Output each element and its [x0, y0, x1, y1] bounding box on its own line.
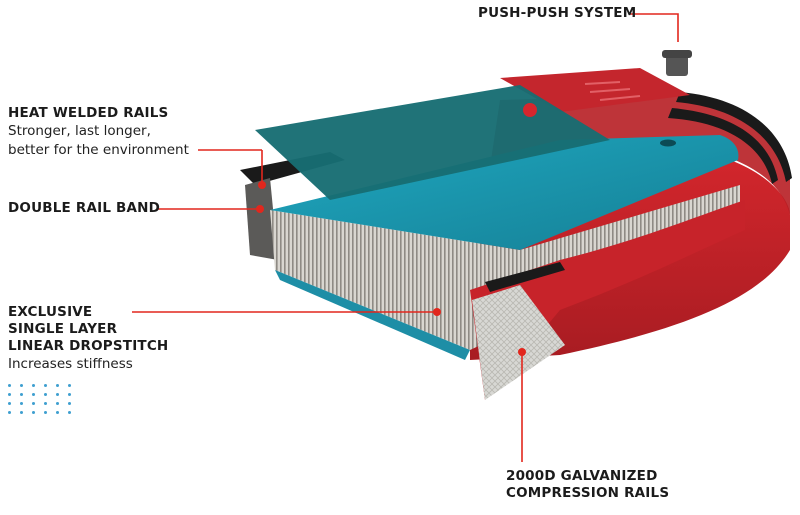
- heat-welded-desc-2: better for the environment: [8, 142, 189, 158]
- decorative-dot: [32, 384, 35, 387]
- decorative-dot: [56, 411, 59, 414]
- decorative-dot: [20, 402, 23, 405]
- heat-welded-desc-1: Stronger, last longer,: [8, 123, 151, 139]
- heat-welded-title: HEAT WELDED RAILS: [8, 105, 169, 121]
- decorative-dot: [44, 384, 47, 387]
- compression-callout: 2000D GALVANIZED COMPRESSION RAILS: [506, 468, 669, 502]
- teal-core-top: [270, 135, 739, 250]
- decorative-dot: [56, 393, 59, 396]
- decorative-dot: [8, 393, 11, 396]
- dropstitch-desc: Increases stiffness: [8, 356, 133, 372]
- decorative-dot: [68, 411, 71, 414]
- decorative-dot: [32, 402, 35, 405]
- callout-lines: [132, 13, 679, 462]
- decorative-dot: [68, 393, 71, 396]
- dropstitch-title-1: EXCLUSIVE: [8, 304, 93, 320]
- dropstitch-callout: EXCLUSIVE SINGLE LAYER LINEAR DROPSTITCH…: [8, 304, 168, 374]
- compression-title-1: 2000D GALVANIZED: [506, 468, 658, 484]
- double-rail-band-black: [676, 92, 792, 182]
- double-rail-band-black-2: [668, 108, 778, 184]
- red-deck-pad: [500, 68, 690, 112]
- double-rail-callout: DOUBLE RAIL BAND: [8, 200, 160, 217]
- heat-welded-callout: HEAT WELDED RAILS Stronger, last longer,…: [8, 105, 189, 160]
- decorative-dot: [32, 411, 35, 414]
- decorative-dot: [56, 384, 59, 387]
- push-push-valve: [662, 50, 692, 76]
- decorative-dot: [68, 402, 71, 405]
- brand-logo: [523, 103, 537, 117]
- dropstitch-title-3: LINEAR DROPSTITCH: [8, 338, 169, 354]
- callout-markers: [256, 181, 526, 356]
- decorative-dot: [32, 393, 35, 396]
- decorative-dot: [44, 393, 47, 396]
- valve-port: [660, 139, 676, 147]
- decorative-dot: [44, 411, 47, 414]
- compression-rail-mesh: [472, 285, 565, 400]
- dropstitch-title-2: SINGLE LAYER: [8, 321, 118, 337]
- deck-layer: [255, 85, 610, 200]
- decorative-dot: [8, 402, 11, 405]
- decorative-dot: [56, 402, 59, 405]
- decorative-dot: [20, 411, 23, 414]
- teal-core-bottom: [275, 270, 470, 360]
- front-rail-black: [485, 262, 565, 292]
- decorative-dot: [8, 384, 11, 387]
- push-push-title: PUSH-PUSH SYSTEM: [478, 5, 637, 21]
- compression-title-2: COMPRESSION RAILS: [506, 485, 670, 501]
- decorative-dot: [44, 402, 47, 405]
- decorative-dot: [20, 393, 23, 396]
- dropstitch-core: [270, 185, 740, 350]
- decorative-dot: [20, 384, 23, 387]
- double-rail-title: DOUBLE RAIL BAND: [8, 200, 161, 216]
- push-push-callout: PUSH-PUSH SYSTEM: [478, 5, 636, 22]
- left-side-rail: [245, 178, 278, 260]
- decorative-dot-grid: [8, 384, 80, 420]
- compression-rail: [470, 200, 745, 400]
- decorative-dot: [8, 411, 11, 414]
- decorative-dot: [68, 384, 71, 387]
